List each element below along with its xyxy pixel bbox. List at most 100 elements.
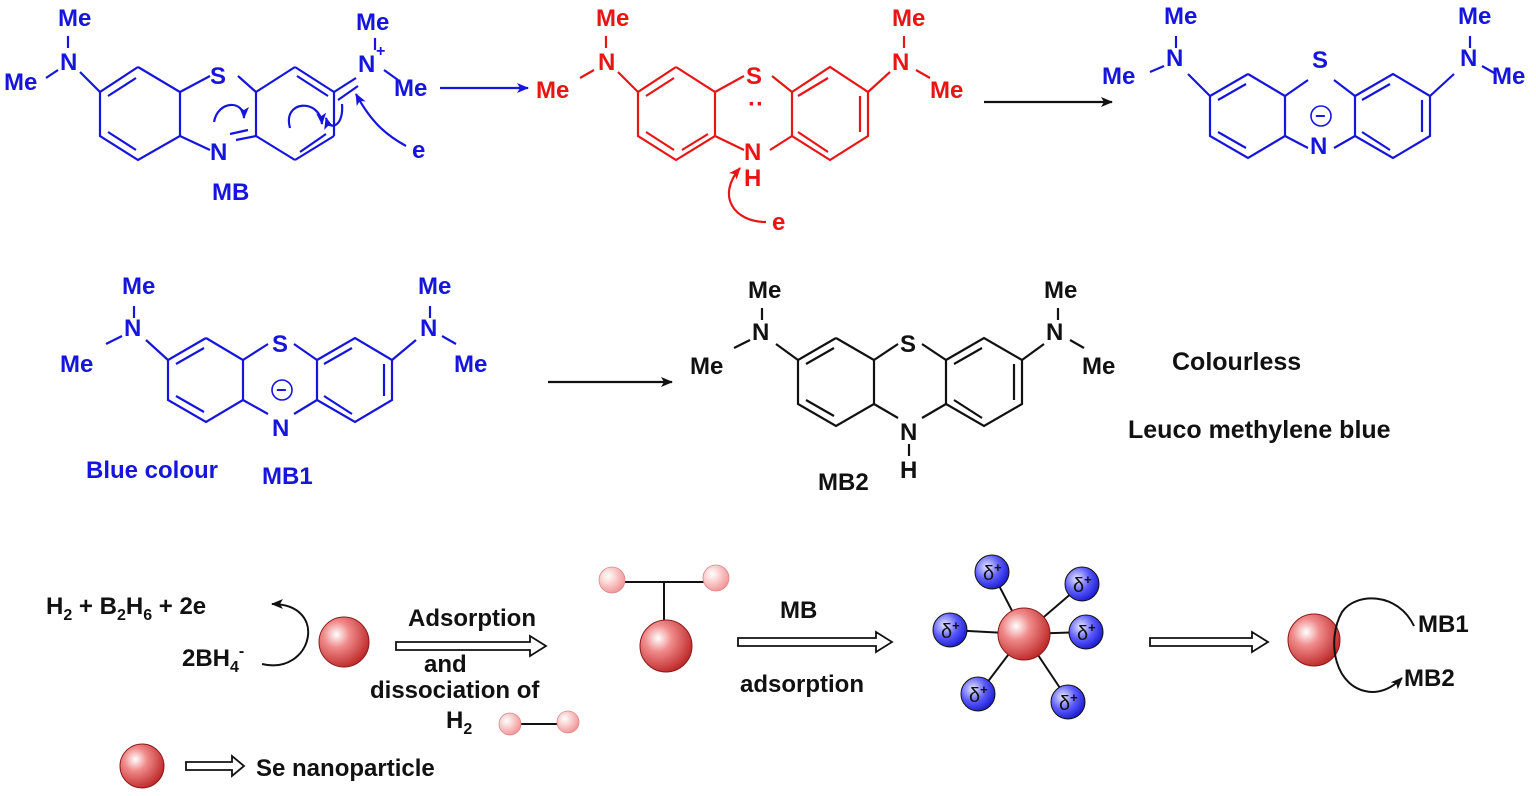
label-mb-adsorption: adsorption xyxy=(740,671,864,698)
label-dissociation: dissociation of xyxy=(370,677,540,704)
delta-symbol: δ+ xyxy=(1077,620,1096,645)
mb-adsorption-labels: MB adsorption xyxy=(740,597,864,698)
se-nanoparticle xyxy=(639,619,693,673)
label-mb: MB xyxy=(212,179,249,206)
atom-me: Me xyxy=(418,273,451,300)
label-adsorption: Adsorption xyxy=(408,605,536,632)
atom-me: Me xyxy=(536,77,569,104)
atom-n: N xyxy=(420,315,437,342)
atom-n: N xyxy=(900,419,917,446)
atom-n: N xyxy=(892,49,909,76)
bh4-label: 2BH4- xyxy=(182,643,244,676)
legend-label: Se nanoparticle xyxy=(256,755,435,782)
se-nanoparticle xyxy=(1287,613,1341,667)
adsorption-labels: Adsorption and dissociation of H2 xyxy=(370,605,540,738)
charge-plus: + xyxy=(376,43,385,60)
atom-n: N xyxy=(210,139,227,166)
label-mb: MB xyxy=(780,597,817,624)
se-delta-cluster: δ+ δ+ δ+ δ+ δ+ δ+ xyxy=(932,554,1104,720)
label-final-mb2: MB2 xyxy=(1404,665,1455,692)
curved-arrow-mb1-mb2 xyxy=(1333,597,1415,694)
atom-n: N xyxy=(1046,319,1063,346)
mb2-structure xyxy=(733,308,1085,456)
radical-intermediate-structure xyxy=(579,36,931,224)
delta-plus-ion xyxy=(1064,566,1100,602)
delta-symbol: δ+ xyxy=(1073,572,1092,597)
atom-n: N xyxy=(1310,133,1327,160)
atom-me: Me xyxy=(596,5,629,32)
anion-structure-top xyxy=(1149,36,1497,160)
mb-structure xyxy=(45,36,407,162)
atom-n: N xyxy=(744,139,761,166)
label-mb1: MB1 xyxy=(262,463,313,490)
mb1-structure xyxy=(105,306,457,424)
hollow-arrow-adsorption xyxy=(395,634,548,658)
label-final-mb1: MB1 xyxy=(1418,611,1469,638)
h-atom xyxy=(498,712,522,736)
delta-plus-ion xyxy=(974,554,1010,590)
atom-me: Me xyxy=(892,5,925,32)
atom-me: Me xyxy=(122,273,155,300)
delta-plus-ion xyxy=(1068,614,1104,650)
atom-me: Me xyxy=(356,9,389,36)
atom-me: Me xyxy=(4,69,37,96)
hollow-arrow-reduction xyxy=(1149,630,1270,654)
lone-pair: ·· xyxy=(748,91,764,118)
atom-me: Me xyxy=(690,353,723,380)
anion-atoms-top: Me N Me S − N Me N Me xyxy=(1102,3,1525,160)
atom-me: Me xyxy=(1492,63,1525,90)
atom-n: N xyxy=(598,49,615,76)
label-leuco: Leuco methylene blue xyxy=(1128,416,1391,444)
label-mb2: MB2 xyxy=(818,469,869,496)
atom-s: S xyxy=(1312,47,1328,74)
delta-symbol: δ+ xyxy=(969,682,988,707)
delta-plus-ion xyxy=(960,676,996,712)
label-colourless: Colourless xyxy=(1172,348,1301,376)
atom-me: Me xyxy=(394,75,427,102)
curved-arrow-bh4 xyxy=(261,599,310,667)
atom-me: Me xyxy=(1458,3,1491,30)
se-nanoparticle xyxy=(318,616,370,668)
h-atom xyxy=(556,710,580,734)
atom-n: N xyxy=(60,49,77,76)
atom-n: N xyxy=(1460,45,1477,72)
atom-n: N xyxy=(272,415,289,442)
radical-atoms: Me N Me S ·· N H Me N Me e xyxy=(536,5,963,236)
mb-atoms: Me N Me S N Me N + Me e MB xyxy=(4,5,427,206)
label-and: and xyxy=(424,651,467,678)
delta-symbol: δ+ xyxy=(941,618,960,643)
atom-me: Me xyxy=(58,5,91,32)
legend-hollow-arrow xyxy=(185,754,246,778)
atom-me: Me xyxy=(1102,63,1135,90)
h-atom xyxy=(702,564,730,592)
atom-h: H xyxy=(744,165,761,192)
atom-s: S xyxy=(210,63,226,90)
label-blue-colour: Blue colour xyxy=(86,457,218,484)
atom-n: N xyxy=(124,315,141,342)
atom-s: S xyxy=(900,331,916,358)
legend-se-sphere xyxy=(119,743,165,789)
atom-n: N xyxy=(358,51,375,78)
delta-symbol: δ+ xyxy=(1059,690,1078,715)
atom-me: Me xyxy=(1044,277,1077,304)
mechanism-equation: H2 + B2H6 + 2e 2BH4- xyxy=(46,593,244,676)
atom-me: Me xyxy=(930,77,963,104)
atom-me: Me xyxy=(454,351,487,378)
electron-label: e xyxy=(412,137,425,164)
delta-plus-ion xyxy=(1050,684,1086,720)
delta-plus-ion xyxy=(932,612,968,648)
atom-s: S xyxy=(746,63,762,90)
eq-h2-b2h6-2e: H2 + B2H6 + 2e xyxy=(46,593,206,624)
electron-label: e xyxy=(772,209,785,236)
mb1-atoms: Me N Me S − N Me N Me Blue colour MB1 xyxy=(60,273,487,490)
atom-me: Me xyxy=(60,351,93,378)
delta-symbol: δ+ xyxy=(983,560,1002,585)
atom-me: Me xyxy=(1082,353,1115,380)
mb2-atoms: Me N Me S N H Me N Me MB2 Colourless Leu… xyxy=(690,277,1391,496)
atom-me: Me xyxy=(1164,3,1197,30)
hollow-arrow-mb-adsorption xyxy=(737,630,894,654)
atom-me: Me xyxy=(748,277,781,304)
atom-n: N xyxy=(752,319,769,346)
atom-h: H xyxy=(900,457,917,484)
